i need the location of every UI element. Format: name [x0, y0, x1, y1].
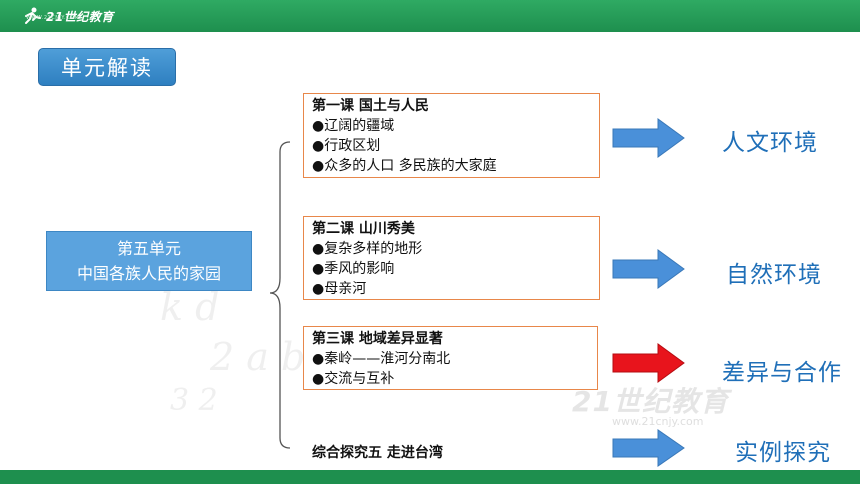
svg-text:2 a b: 2 a b [209, 335, 305, 379]
arrow-right-icon [612, 249, 685, 289]
lesson-item: ●复杂多样的地形 [312, 241, 423, 257]
watermark-logo: 21世纪教育 [572, 385, 729, 418]
result-nature: 自然环境 [726, 262, 822, 288]
result-case-study: 实例探究 [735, 440, 831, 466]
unit-name: 中国各族人民的家园 [76, 264, 221, 283]
top-header-bar: 21世纪教育 WWW.21CNJY.COM [0, 0, 860, 32]
logo-subtext: WWW.21CNJY.COM [26, 15, 80, 21]
site-logo[interactable]: 21世纪教育 [22, 5, 114, 27]
lesson-item: ●季风的影响 [312, 261, 395, 277]
unit-interpretation-badge: 单元解读 [38, 48, 176, 86]
background-decoration: k d 2 a b 3 2 [150, 280, 450, 430]
lesson-title: 第二课 山川秀美 [312, 221, 415, 237]
logo-text: 21世纪教育 [46, 9, 114, 24]
lesson-2-box: 第二课 山川秀美 ●复杂多样的地形 ●季风的影响 ●母亲河 [303, 216, 600, 300]
unit-title-box: 第五单元 中国各族人民的家园 [46, 231, 252, 291]
svg-text:3 2: 3 2 [170, 383, 218, 418]
bottom-bar [0, 470, 860, 484]
arrow-right-red-icon [612, 343, 685, 383]
arrow-right-icon [612, 429, 685, 467]
lesson-title: 第三课 地域差异显著 [312, 331, 443, 347]
lesson-4-title: 综合探究五 走进台湾 [312, 445, 443, 461]
unit-number: 第五单元 [116, 239, 181, 258]
result-humanities: 人文环境 [722, 130, 818, 156]
lesson-item: ●交流与互补 [312, 371, 395, 387]
result-difference: 差异与合作 [722, 360, 842, 386]
lesson-1-box: 第一课 国土与人民 ●辽阔的疆域 ●行政区划 ●众多的人口 多民族的大家庭 [303, 93, 600, 178]
svg-text:k d: k d [160, 285, 219, 329]
lesson-item: ●秦岭——淮河分南北 [312, 351, 451, 367]
lesson-item: ●行政区划 [312, 138, 381, 154]
lesson-item: ●母亲河 [312, 281, 367, 297]
watermark-url: www.21cnjy.com [612, 415, 704, 428]
lesson-3-box: 第三课 地域差异显著 ●秦岭——淮河分南北 ●交流与互补 [303, 326, 598, 390]
runner-logo-icon [25, 7, 41, 24]
curly-bracket [269, 141, 291, 449]
arrow-right-icon [612, 118, 685, 158]
lesson-item: ●辽阔的疆域 [312, 118, 395, 134]
lesson-title: 第一课 国土与人民 [312, 98, 429, 114]
lesson-item: ●众多的人口 多民族的大家庭 [312, 158, 497, 174]
